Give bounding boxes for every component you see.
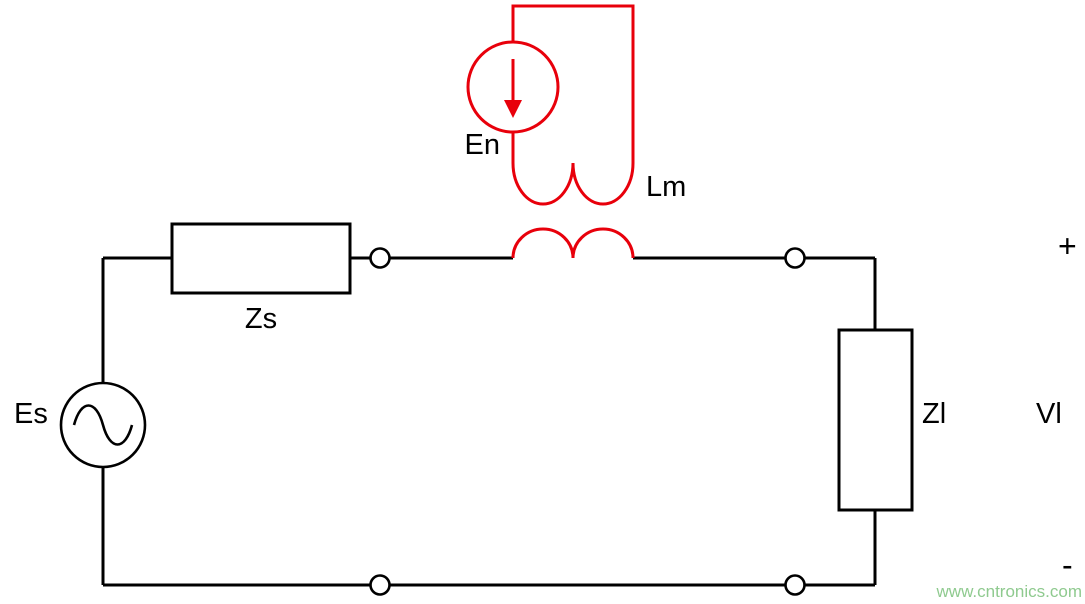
lm-primary-coil (511, 227, 635, 259)
terminal-node-bottom-right (784, 574, 806, 596)
label-en: En (465, 129, 500, 161)
terminal-node-bottom-left (369, 574, 391, 596)
label-polarity-plus: + (1058, 228, 1077, 264)
arrow-down-icon (504, 100, 522, 118)
label-lm: Lm (646, 171, 686, 203)
terminal-node-top-left (369, 247, 391, 269)
terminal-node-top-right (784, 247, 806, 269)
zl-impedance-box (837, 328, 914, 512)
es-voltage-source (59, 381, 147, 469)
noise-circuit (466, 4, 635, 259)
labels: Es Zs En Lm Zl Vl + - (14, 129, 1077, 583)
lm-secondary-coil (511, 162, 635, 206)
zs-impedance-box (170, 222, 352, 295)
label-polarity-minus: - (1062, 547, 1073, 583)
watermark: www.cntronics.com (936, 582, 1082, 601)
signal-circuit (59, 222, 914, 596)
label-zs: Zs (245, 303, 277, 335)
sine-wave-icon (72, 404, 134, 446)
label-vl: Vl (1036, 398, 1062, 430)
label-es: Es (14, 398, 48, 430)
noise-loop-wire (511, 4, 635, 163)
label-zl: Zl (922, 398, 946, 430)
